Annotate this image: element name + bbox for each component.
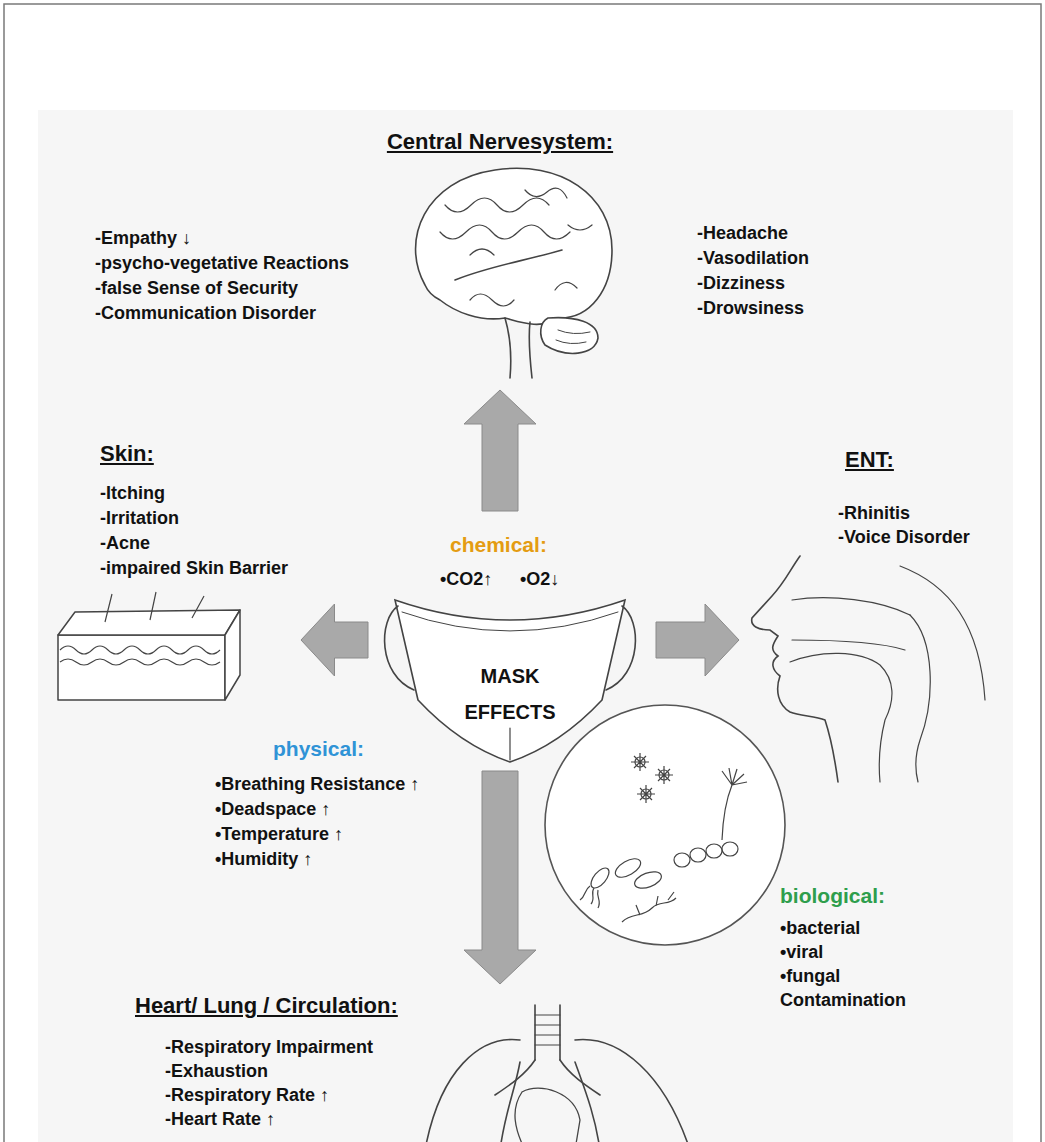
brain-drawing — [416, 168, 612, 378]
list-item: Contamination — [780, 989, 906, 1011]
block-arrow — [464, 390, 536, 511]
virus — [637, 785, 655, 803]
list-item: •Humidity ↑ — [215, 848, 312, 870]
ear-loop-right — [606, 606, 635, 690]
list-item: -Dizziness — [697, 272, 785, 294]
virus — [655, 766, 673, 784]
lungs-drawing — [425, 1005, 690, 1142]
mask-shape: chemical: •CO2↑ •O2↓ MASK EFFECTS — [372, 515, 652, 767]
microbe-view — [545, 705, 785, 945]
ent-group: ENT: -Rhinitis-Voice Disorder — [745, 440, 1010, 785]
list-item: -Empathy ↓ — [95, 227, 191, 249]
group-heading: Heart/ Lung / Circulation: — [135, 992, 398, 1020]
cerebellum — [541, 318, 598, 354]
pharynx — [910, 615, 930, 782]
list-item: -Drowsiness — [697, 297, 804, 319]
list-item: -Respiratory Impairment — [165, 1036, 373, 1058]
virus-spikes — [631, 753, 649, 771]
category-label: physical: — [273, 736, 364, 762]
paper-ground — [38, 110, 1013, 1142]
group-heading: Central Nervesystem: — [387, 128, 613, 156]
mask-title: MASK EFFECTS — [464, 658, 555, 730]
skin-front — [58, 635, 225, 700]
cerebrum — [416, 168, 612, 324]
heart — [515, 1088, 580, 1142]
group-heading: ENT: — [845, 446, 894, 474]
list-item: -psycho-vegetative Reactions — [95, 252, 349, 274]
list-item: -Communication Disorder — [95, 302, 316, 324]
skin-side — [225, 610, 240, 700]
palate — [792, 640, 905, 650]
group-heading: Skin: — [100, 440, 154, 468]
microbes — [580, 753, 747, 922]
category-label: chemical: — [450, 532, 547, 558]
hairs — [105, 592, 204, 622]
list-item: -Rhinitis — [838, 502, 910, 524]
mold-head — [722, 768, 747, 785]
block-arrow — [301, 604, 368, 676]
list-item: -false Sense of Security — [95, 277, 298, 299]
nervous-system-group: Central Nervesystem: -Empathy ↓ -psycho-ve… — [88, 122, 878, 384]
flagella — [580, 886, 599, 908]
list-item: •CO2↑ — [440, 568, 492, 590]
skin-group: Skin: -Itching -Irritation -Acne -impaired S… — [55, 438, 295, 706]
ear-loop-left — [385, 606, 414, 690]
nasal-cavity — [792, 598, 910, 615]
list-item: -Headache — [697, 222, 788, 244]
list-item: -Irritation — [100, 507, 179, 529]
list-item: -Vasodilation — [697, 247, 809, 269]
skin-top — [58, 610, 240, 635]
list-item: -Acne — [100, 532, 150, 554]
microbe-circle: biological: •bacterial•viral•fungalContam… — [545, 705, 912, 1015]
head-back — [900, 566, 985, 700]
list-item: -Voice Disorder — [838, 526, 970, 548]
coccus — [674, 853, 690, 867]
right-lung — [575, 1040, 690, 1142]
microscope-circle — [545, 705, 785, 945]
virus — [631, 753, 649, 771]
skin-layers — [60, 646, 220, 665]
list-item: -Heart Rate ↑ — [165, 1108, 275, 1130]
list-item: •Deadspace ↑ — [215, 798, 330, 820]
left-lung — [425, 1040, 520, 1142]
trachea — [535, 1005, 560, 1060]
coccus — [690, 848, 706, 862]
face-outline — [752, 556, 838, 782]
list-item: -impaired Skin Barrier — [100, 557, 288, 579]
category-label: biological: — [780, 883, 885, 909]
heart-lung-group: Heart/ Lung / Circulation: -Respiratory I… — [130, 990, 720, 1142]
virus-spikes — [655, 766, 673, 784]
hyphae — [622, 892, 676, 922]
coccus — [722, 842, 738, 856]
list-item: •Breathing Resistance ↑ — [215, 773, 419, 795]
gyri — [440, 188, 592, 306]
list-item: -Itching — [100, 482, 165, 504]
list-item: •O2↓ — [520, 568, 559, 590]
block-arrow — [656, 604, 739, 676]
cerebellum-folds — [556, 330, 590, 344]
mask-hem — [402, 612, 618, 631]
tongue — [790, 653, 892, 782]
list-item: •Temperature ↑ — [215, 823, 343, 845]
rod-bacterium — [632, 869, 663, 892]
trachea-rings — [535, 1015, 560, 1045]
flagellated-bacterium — [588, 865, 613, 891]
block-arrow — [464, 771, 536, 984]
list-item: •viral — [780, 941, 823, 963]
coccus — [706, 844, 722, 858]
brainstem — [505, 318, 532, 378]
virus-spikes — [637, 785, 655, 803]
mask-seam — [509, 728, 510, 760]
page-frame — [4, 4, 1041, 1142]
skin-block — [58, 592, 240, 700]
list-item: •bacterial — [780, 917, 860, 939]
list-item: -Exhaustion — [165, 1060, 268, 1082]
list-item: -Respiratory Rate ↑ — [165, 1084, 329, 1106]
list-item: •fungal — [780, 965, 840, 987]
mold-stalk — [722, 785, 732, 840]
head-profile — [752, 556, 985, 782]
